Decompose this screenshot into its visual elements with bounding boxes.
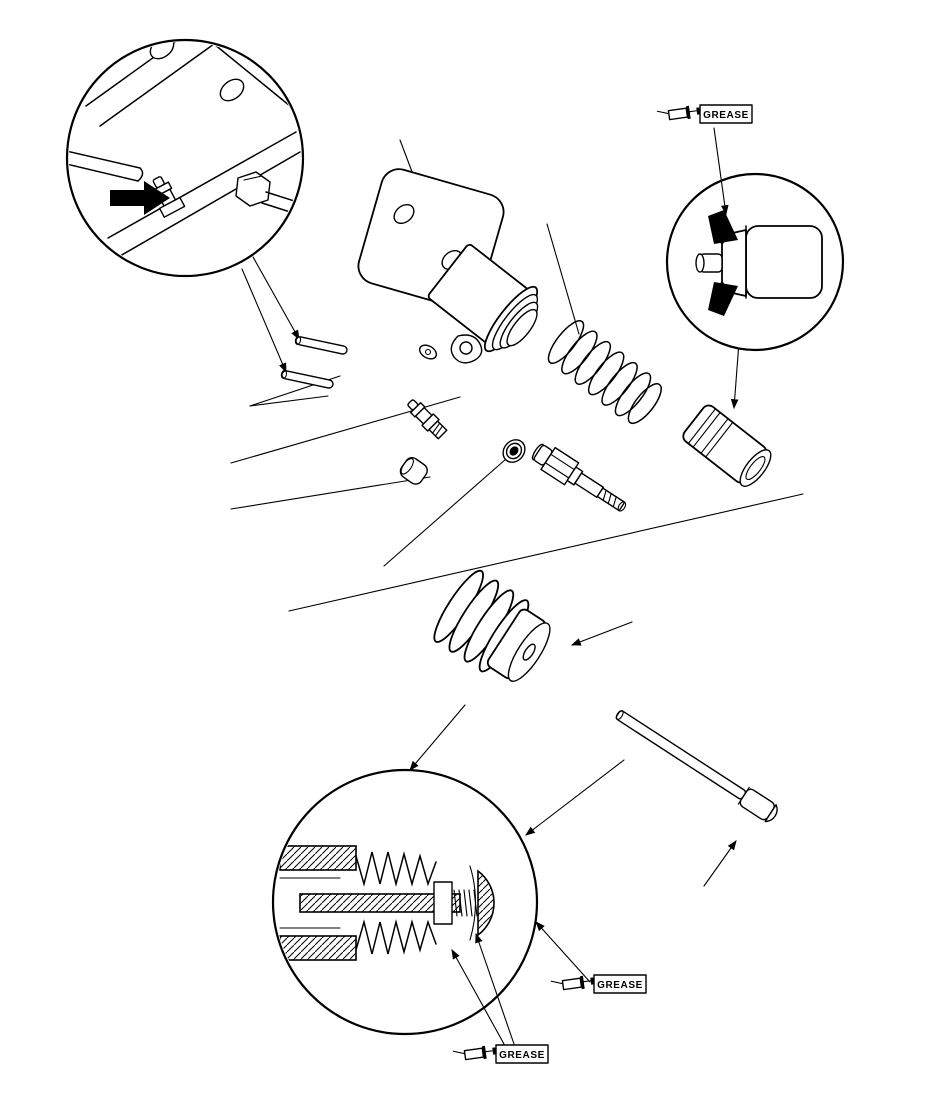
push-rod	[615, 710, 778, 823]
valve-fitting	[531, 443, 627, 512]
grease-gun-icon	[656, 105, 701, 121]
grease-callout-3: GREASE	[451, 932, 549, 1064]
bellows-bottom	[355, 919, 437, 955]
grease-gun-icon	[550, 975, 595, 991]
cylinder-port	[418, 344, 438, 360]
cylinder-bore-rings	[483, 285, 539, 353]
seal-pointer-arrow-bottom	[708, 282, 738, 316]
boot	[433, 569, 551, 682]
rod-dome-end	[477, 869, 495, 937]
cylinder-tab	[450, 334, 483, 364]
detail-circle-bleeder	[65, 38, 305, 278]
cylinder-body	[357, 168, 539, 364]
return-spring	[547, 320, 662, 425]
grease-label-box	[593, 974, 647, 994]
grease-label-box	[699, 104, 753, 124]
grease-callout-1: GREASE	[656, 104, 753, 216]
housing-wall-top	[279, 845, 357, 871]
grease-callout-2: GREASE	[535, 921, 647, 994]
seal-pointer-arrow-top	[708, 210, 738, 244]
piston-section-body	[745, 225, 823, 299]
bleeder-valve	[407, 399, 448, 440]
boot-collar	[433, 881, 453, 925]
flange-nut	[502, 439, 526, 463]
hose	[69, 149, 144, 182]
bleeder-cap	[399, 457, 428, 485]
grease-label: GREASE	[499, 1050, 545, 1061]
leader-lines	[230, 139, 804, 887]
piston	[682, 404, 772, 487]
bracket-hole	[219, 78, 245, 102]
grease-gun-icon	[452, 1045, 497, 1061]
pointer-arrow	[110, 181, 170, 215]
grease-label: GREASE	[703, 110, 749, 121]
housing-wall-bottom	[279, 935, 357, 961]
grease-label-box	[495, 1044, 549, 1064]
mounting-pins	[280, 335, 348, 389]
detail-circle-piston-seal	[665, 172, 845, 352]
bellows-top	[355, 851, 437, 887]
bolt-hole	[393, 203, 415, 225]
detail-circle-pushrod-section	[271, 768, 539, 1036]
grease-label: GREASE	[597, 980, 643, 991]
